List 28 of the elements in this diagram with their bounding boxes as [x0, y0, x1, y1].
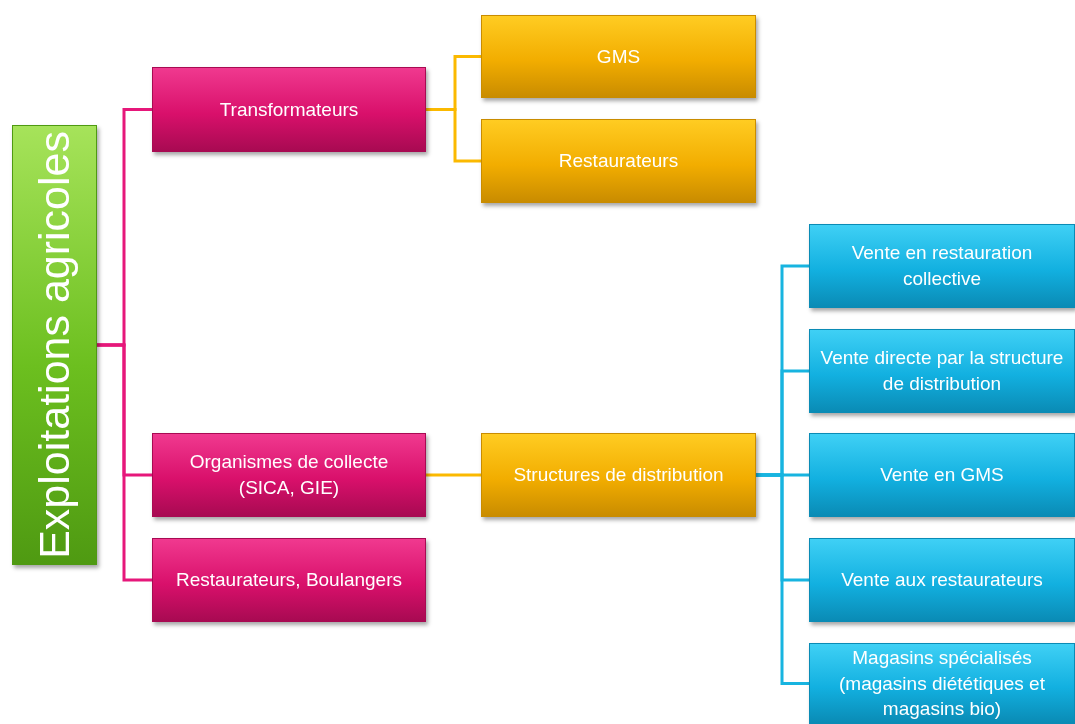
category-box: [152, 538, 426, 622]
category-box: [481, 433, 756, 517]
box-label: Vente directe par la structure de distribution: [819, 346, 1065, 396]
box-label: Organismes de collecte (SICA, GIE): [188, 450, 390, 500]
category-box: [481, 15, 756, 98]
root-box: [12, 125, 97, 565]
category-box: [809, 224, 1075, 308]
category-box: [809, 538, 1075, 622]
box-label: Magasins spécialisés (magasins diététiques et magasins bio): [838, 646, 1046, 722]
connector-line: [426, 473, 481, 477]
box-label: Restaurateurs: [558, 149, 679, 174]
category-box: [809, 643, 1075, 724]
box-label: Vente en GMS: [880, 463, 1004, 488]
box-label: GMS: [596, 44, 641, 69]
category-box: [481, 119, 756, 203]
box-label: Restaurateurs, Boulangers: [176, 568, 402, 593]
connector-line: [756, 473, 809, 685]
box-label: Structures de distribution: [513, 463, 724, 488]
connector-line: [426, 108, 481, 163]
category-box: [809, 433, 1075, 517]
category-box: [809, 329, 1075, 413]
box-label: Transformateurs: [219, 97, 359, 122]
category-box: [152, 433, 426, 517]
box-label: Vente en restauration collective: [850, 241, 1034, 291]
box-label: Vente aux restaurateurs: [841, 568, 1043, 593]
category-box: [152, 67, 426, 152]
box-label: Exploitations agricoles: [30, 131, 79, 559]
connector-line: [97, 343, 152, 582]
